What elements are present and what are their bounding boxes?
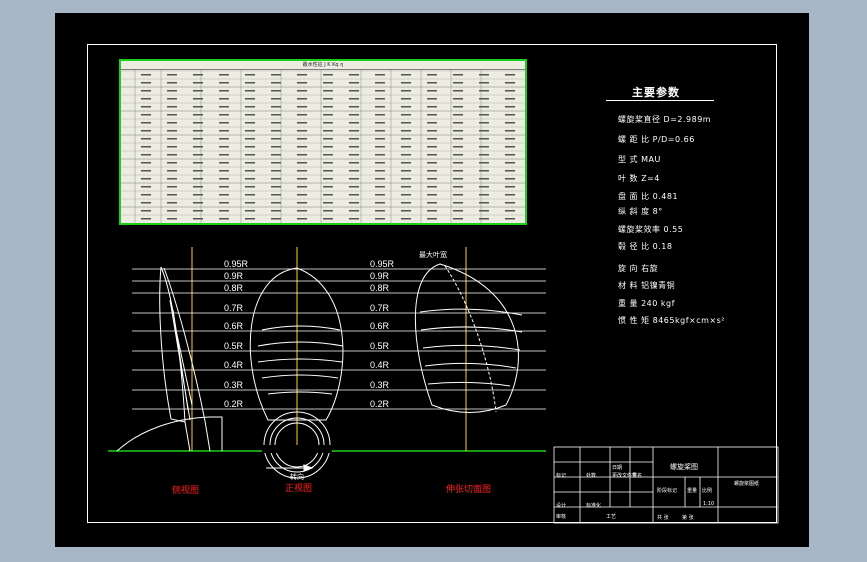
tb-cell-3: 签名: [632, 473, 643, 479]
radius-label-right: 0.5R: [370, 341, 390, 351]
tb-cell-10: 审核: [556, 514, 567, 520]
radius-label-right: 0.8R: [370, 283, 390, 293]
radius-label-left: 0.4R: [224, 360, 244, 370]
tb-cell-6: 标准化: [586, 503, 602, 509]
tb-cell-15: 1:10: [703, 501, 715, 507]
front-view: [249, 267, 344, 479]
radius-label-left: 0.5R: [224, 341, 244, 351]
drawing-frame: [87, 44, 777, 523]
radius-label-right: 0.2R: [370, 399, 390, 409]
tb-cell-14: 第 张: [682, 515, 694, 521]
front-view-caption: 正视图: [285, 484, 313, 494]
tb-cell-2: 更改文件号: [612, 473, 638, 479]
max-width-label: 最大叶宽: [419, 251, 447, 259]
param-inertia: 惯 性 矩 8465kgf×cm×s²: [618, 316, 725, 325]
rotation-label: 转向: [290, 473, 304, 481]
radius-label-right: 0.6R: [370, 321, 390, 331]
parameters-underline: [606, 100, 714, 101]
radius-label-left: 0.8R: [224, 283, 244, 293]
tb-cell-8: 重量: [687, 488, 698, 494]
title-block-grid: [553, 446, 779, 524]
table-grid: [121, 69, 525, 223]
param-blades: 叶 数 Z=4: [618, 174, 660, 183]
radius-label-right: 0.4R: [370, 360, 390, 370]
radius-label-right: 0.9R: [370, 271, 390, 281]
radius-label-right: 0.7R: [370, 303, 390, 313]
radius-label-left: 0.7R: [224, 303, 244, 313]
tb-cell-4: 日期: [612, 465, 623, 471]
param-weight: 重 量 240 kgf: [618, 299, 675, 308]
title-block: 螺旋桨图 螺旋桨图纸 标记 处数 更改文件号 签名 日期 设计 标准化 阶段标记…: [554, 447, 778, 523]
expanded-view: [414, 263, 523, 413]
expanded-view-caption: 伸张切面图: [446, 485, 492, 495]
parameters-title: 主要参数: [632, 86, 680, 99]
tb-cell-9: 比例: [702, 488, 713, 494]
tb-cell-5: 设计: [556, 503, 567, 509]
rotation-arrow: [266, 464, 314, 472]
param-rake: 纵 斜 度 8°: [618, 207, 663, 216]
param-hub-ratio: 毂 径 比 0.18: [618, 242, 673, 251]
side-view-caption: 侧视图: [172, 486, 200, 496]
radius-label-right: 0.95R: [370, 259, 395, 269]
param-material: 材 料 铝镍青铜: [618, 281, 676, 290]
radius-label-left: 0.6R: [224, 321, 244, 331]
side-view: [116, 266, 223, 452]
radius-label-left: 0.95R: [224, 259, 249, 269]
param-efficiency: 螺旋桨效率 0.55: [618, 225, 684, 234]
param-diameter: 螺旋桨直径 D=2.989m: [618, 115, 712, 124]
performance-table: 敞水性征 J K Kq η: [119, 59, 527, 225]
tb-cell-13: 共 张: [657, 515, 669, 521]
radius-label-left: 0.3R: [224, 380, 244, 390]
param-rotation: 旋 向 右旋: [618, 264, 659, 273]
tb-cell-0: 标记: [556, 473, 567, 479]
radius-label-right: 0.3R: [370, 380, 390, 390]
title-block-right-label: 螺旋桨图纸: [734, 481, 760, 487]
radius-label-left: 0.9R: [224, 271, 244, 281]
table-title: 敞水性征 J K Kq η: [121, 61, 525, 70]
param-area-ratio: 盘 面 比 0.481: [618, 192, 679, 201]
tb-cell-11: 工艺: [606, 514, 617, 520]
tb-cell-1: 处数: [586, 473, 597, 479]
radius-label-left: 0.2R: [224, 399, 244, 409]
param-type: 型 式 MAU: [618, 155, 661, 164]
param-pitch-ratio: 螺 距 比 P/D=0.66: [618, 135, 695, 144]
tb-cell-7: 阶段标记: [657, 488, 678, 494]
drawing-name: 螺旋桨图: [670, 463, 698, 471]
